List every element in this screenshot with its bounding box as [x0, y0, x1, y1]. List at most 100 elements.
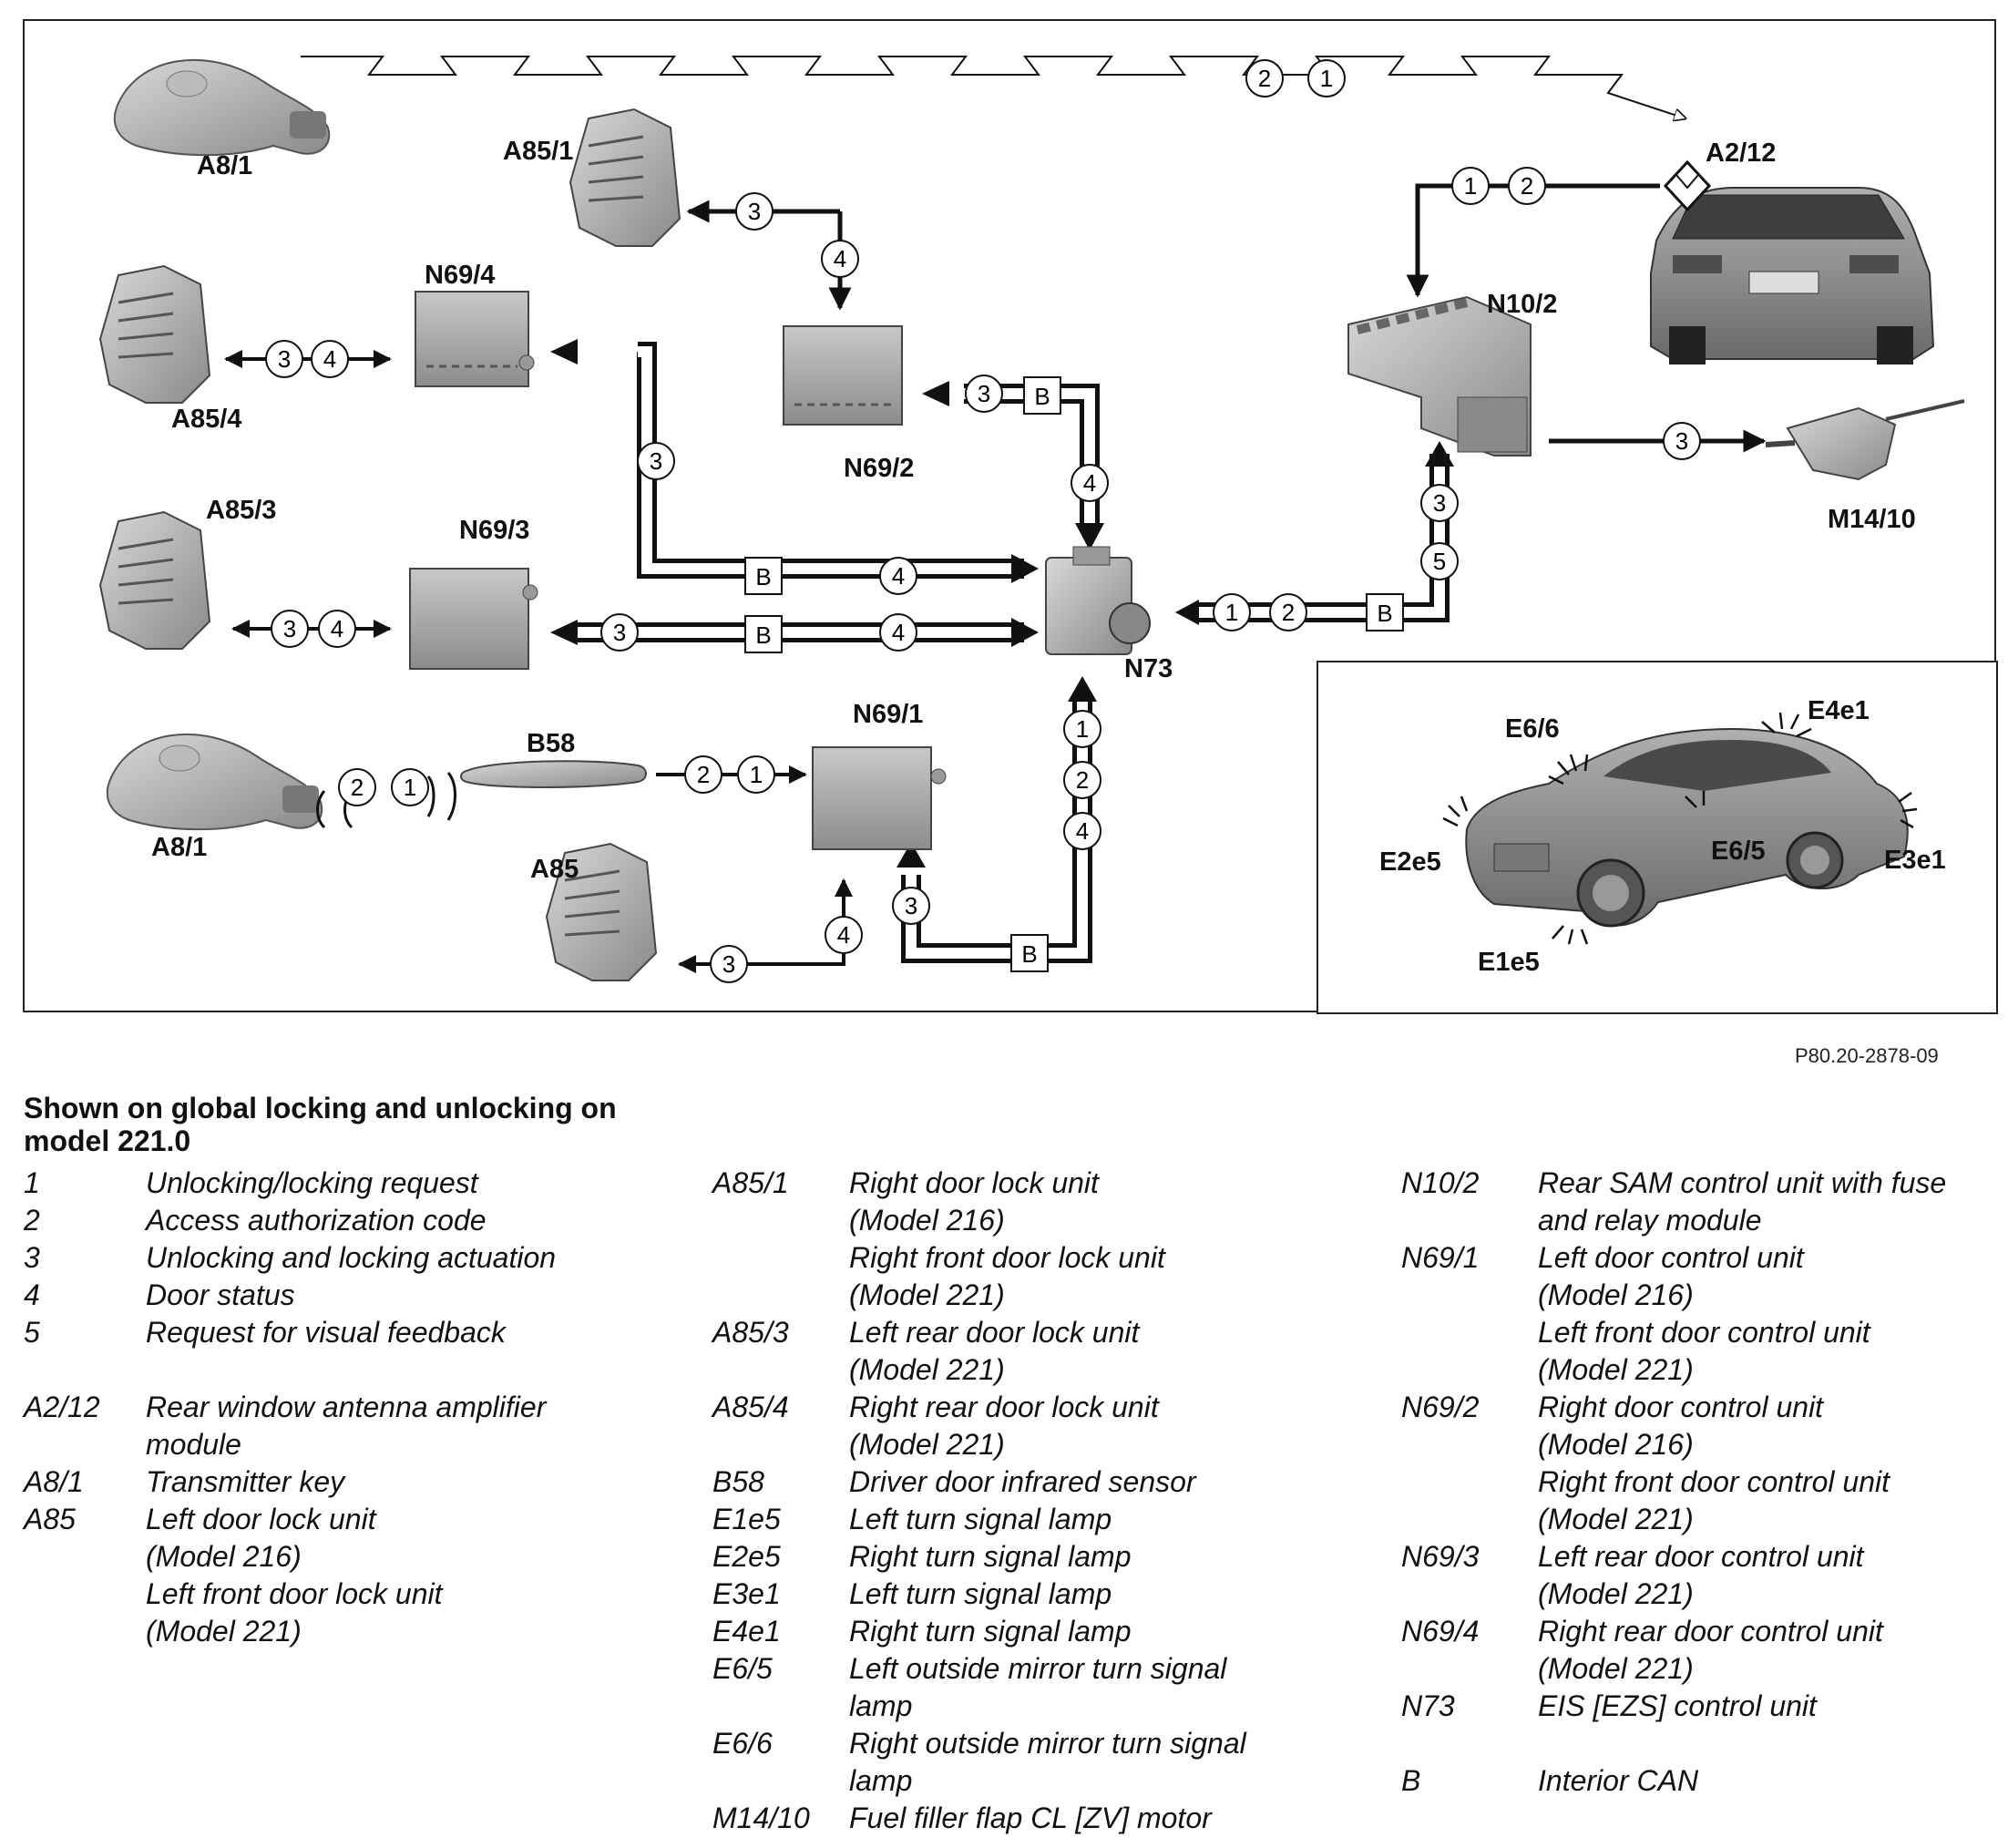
legend-line: Access authorization code: [146, 1204, 487, 1237]
svg-text:4: 4: [331, 615, 343, 642]
label-a8-1-top: A8/1: [197, 151, 253, 180]
control-unit-n69-1: [812, 746, 947, 850]
control-unit-n69-4: [415, 291, 535, 387]
svg-text:4: 4: [323, 345, 336, 373]
arrowhead-n73-from-left-top: [1011, 554, 1039, 583]
legend-description: Right door lock unit(Model 216)Right fro…: [849, 1165, 1296, 1314]
arrowhead-n73-from-right: [1175, 600, 1199, 625]
legend-line: Left rear door control unit: [1538, 1540, 1864, 1573]
label-e3e1: E3e1: [1884, 846, 1946, 875]
radio-link-zigzag: [301, 56, 1685, 118]
figure-code: P80.20-2878-09: [1795, 1044, 1939, 1067]
legend-line: Right rear door lock unit: [849, 1391, 1159, 1423]
rear-sam-unit-n10-2: [1347, 295, 1532, 457]
legend-description: Right door control unit(Model 216)Right …: [1538, 1389, 1984, 1538]
label-n69-2: N69/2: [844, 454, 915, 483]
inset-car-illustration: [1465, 727, 1909, 928]
legend-line: [1538, 1725, 1984, 1762]
signal-circle-4: 4: [821, 240, 859, 278]
svg-text:2: 2: [1282, 599, 1295, 626]
door-lock-unit-a85-4: [98, 264, 211, 404]
label-n73: N73: [1124, 654, 1173, 683]
label-e6-6: E6/6: [1505, 714, 1560, 744]
legend-description: Left turn signal lamp: [849, 1501, 1296, 1538]
can-marker-b: B: [744, 557, 783, 595]
label-a8-1-bottom: A8/1: [151, 833, 208, 862]
legend-line: module: [146, 1428, 241, 1461]
legend-description: Access authorization code: [146, 1202, 607, 1239]
lamp-glow-icons: [1442, 712, 1918, 945]
svg-text:1: 1: [1225, 599, 1238, 626]
signal-circle-2: 2: [1508, 167, 1546, 205]
legend-line: Transmitter key: [146, 1465, 345, 1498]
svg-text:4: 4: [837, 921, 850, 949]
signal-circle-4: 4: [1063, 812, 1101, 850]
signal-circle-1: 1: [1213, 593, 1251, 631]
legend-line: (Model 221): [849, 1353, 1005, 1386]
svg-text:B: B: [755, 621, 771, 649]
legend-line: Interior CAN: [1538, 1764, 1699, 1797]
door-lock-unit-a85-1: [569, 108, 681, 247]
arrowhead-n73-from-left-bottom: [1011, 618, 1039, 647]
lamp-glow-e2e5-icon: [1442, 796, 1469, 827]
legend-key: B: [1401, 1764, 1421, 1797]
svg-text:2: 2: [1521, 172, 1533, 200]
svg-text:2: 2: [1258, 65, 1271, 92]
label-a85-4: A85/4: [171, 405, 242, 434]
signal-circle-5: 5: [1420, 542, 1459, 580]
legend-key: 1: [24, 1166, 40, 1199]
lamp-glow-e4e1-icon: [1761, 712, 1812, 738]
control-unit-n69-2: [783, 325, 903, 426]
svg-text:2: 2: [1076, 766, 1089, 794]
legend-line: (Model 216): [146, 1540, 302, 1573]
signal-circle-4: 4: [311, 340, 349, 378]
signal-circle-3: 3: [892, 887, 930, 925]
legend-key: N69/1: [1401, 1241, 1480, 1274]
legend-line: Right door lock unit: [849, 1166, 1099, 1199]
legend-line: [146, 1351, 607, 1389]
svg-text:3: 3: [613, 619, 626, 646]
legend-key: E2e5: [712, 1540, 781, 1573]
legend-description: Unlocking/locking request: [146, 1165, 607, 1202]
legend-line: lamp: [849, 1764, 913, 1797]
signal-circle-3: 3: [265, 340, 303, 378]
legend-line: EIS [EZS] control unit: [1538, 1689, 1817, 1722]
legend-line: Left rear door lock unit: [849, 1316, 1140, 1349]
label-e6-5: E6/5: [1711, 837, 1766, 866]
legend-key: 3: [24, 1241, 40, 1274]
label-b58: B58: [527, 729, 576, 758]
svg-text:1: 1: [1076, 715, 1089, 743]
legend-line: (Model 221): [146, 1615, 302, 1648]
signal-circle-4: 4: [825, 916, 863, 954]
arrowhead-to-n10-2: [1425, 441, 1454, 467]
signal-circle-2: 2: [684, 755, 722, 794]
svg-text:4: 4: [834, 245, 846, 272]
door-handle-b58: [460, 760, 647, 788]
legend-description: Door status: [146, 1277, 607, 1314]
signal-number-circles: 2 1 1 2 3 4 3 4 3 4 3 4 3 4 3 4 1 2 3 5 …: [265, 59, 1701, 983]
signal-circle-3: 3: [271, 610, 309, 648]
legend-line: Driver door infrared sensor: [849, 1465, 1196, 1498]
svg-text:1: 1: [404, 774, 416, 801]
signal-circle-3: 3: [1663, 422, 1701, 460]
label-a2-12: A2/12: [1706, 139, 1777, 168]
transmitter-key-top: [113, 58, 331, 157]
legend-description: EIS [EZS] control unit: [1538, 1688, 1984, 1725]
svg-text:3: 3: [748, 198, 761, 225]
legend-key: M14/10: [712, 1802, 810, 1834]
label-a85: A85: [530, 855, 579, 884]
signal-circle-1: 1: [737, 755, 775, 794]
legend-key: [1401, 1725, 1538, 1762]
